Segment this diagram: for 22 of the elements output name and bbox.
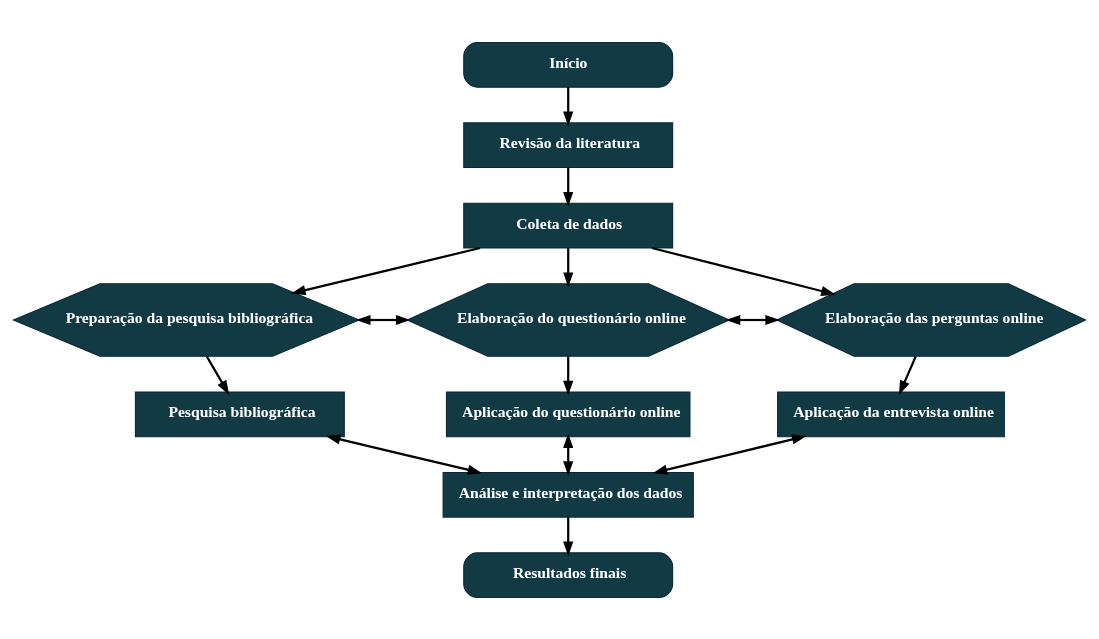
node-box: Coleta de dados — [463, 202, 674, 248]
node-box: Aplicação da entrevista online — [777, 391, 1005, 437]
node-box: Início — [463, 41, 674, 88]
node-box: Revisão da literatura — [463, 121, 674, 168]
arrow — [205, 355, 230, 395]
arrow — [291, 246, 481, 295]
arrow — [651, 246, 836, 296]
arrow — [652, 433, 807, 475]
arrow — [325, 433, 483, 475]
node-box: Resultados finais — [463, 551, 674, 598]
arrow — [355, 314, 411, 325]
arrow — [563, 356, 574, 395]
arrow — [725, 314, 780, 325]
arrow — [563, 247, 574, 287]
arrow — [563, 86, 574, 126]
node-box: Aplicação do questionário online — [445, 391, 691, 437]
node-box: Pesquisa bibliográfica — [134, 391, 345, 437]
arrow — [898, 355, 917, 395]
arrow — [563, 167, 574, 207]
arrow — [563, 432, 574, 476]
node-box: Análise e interpretação dos dados — [442, 471, 694, 518]
arrow — [563, 516, 574, 556]
